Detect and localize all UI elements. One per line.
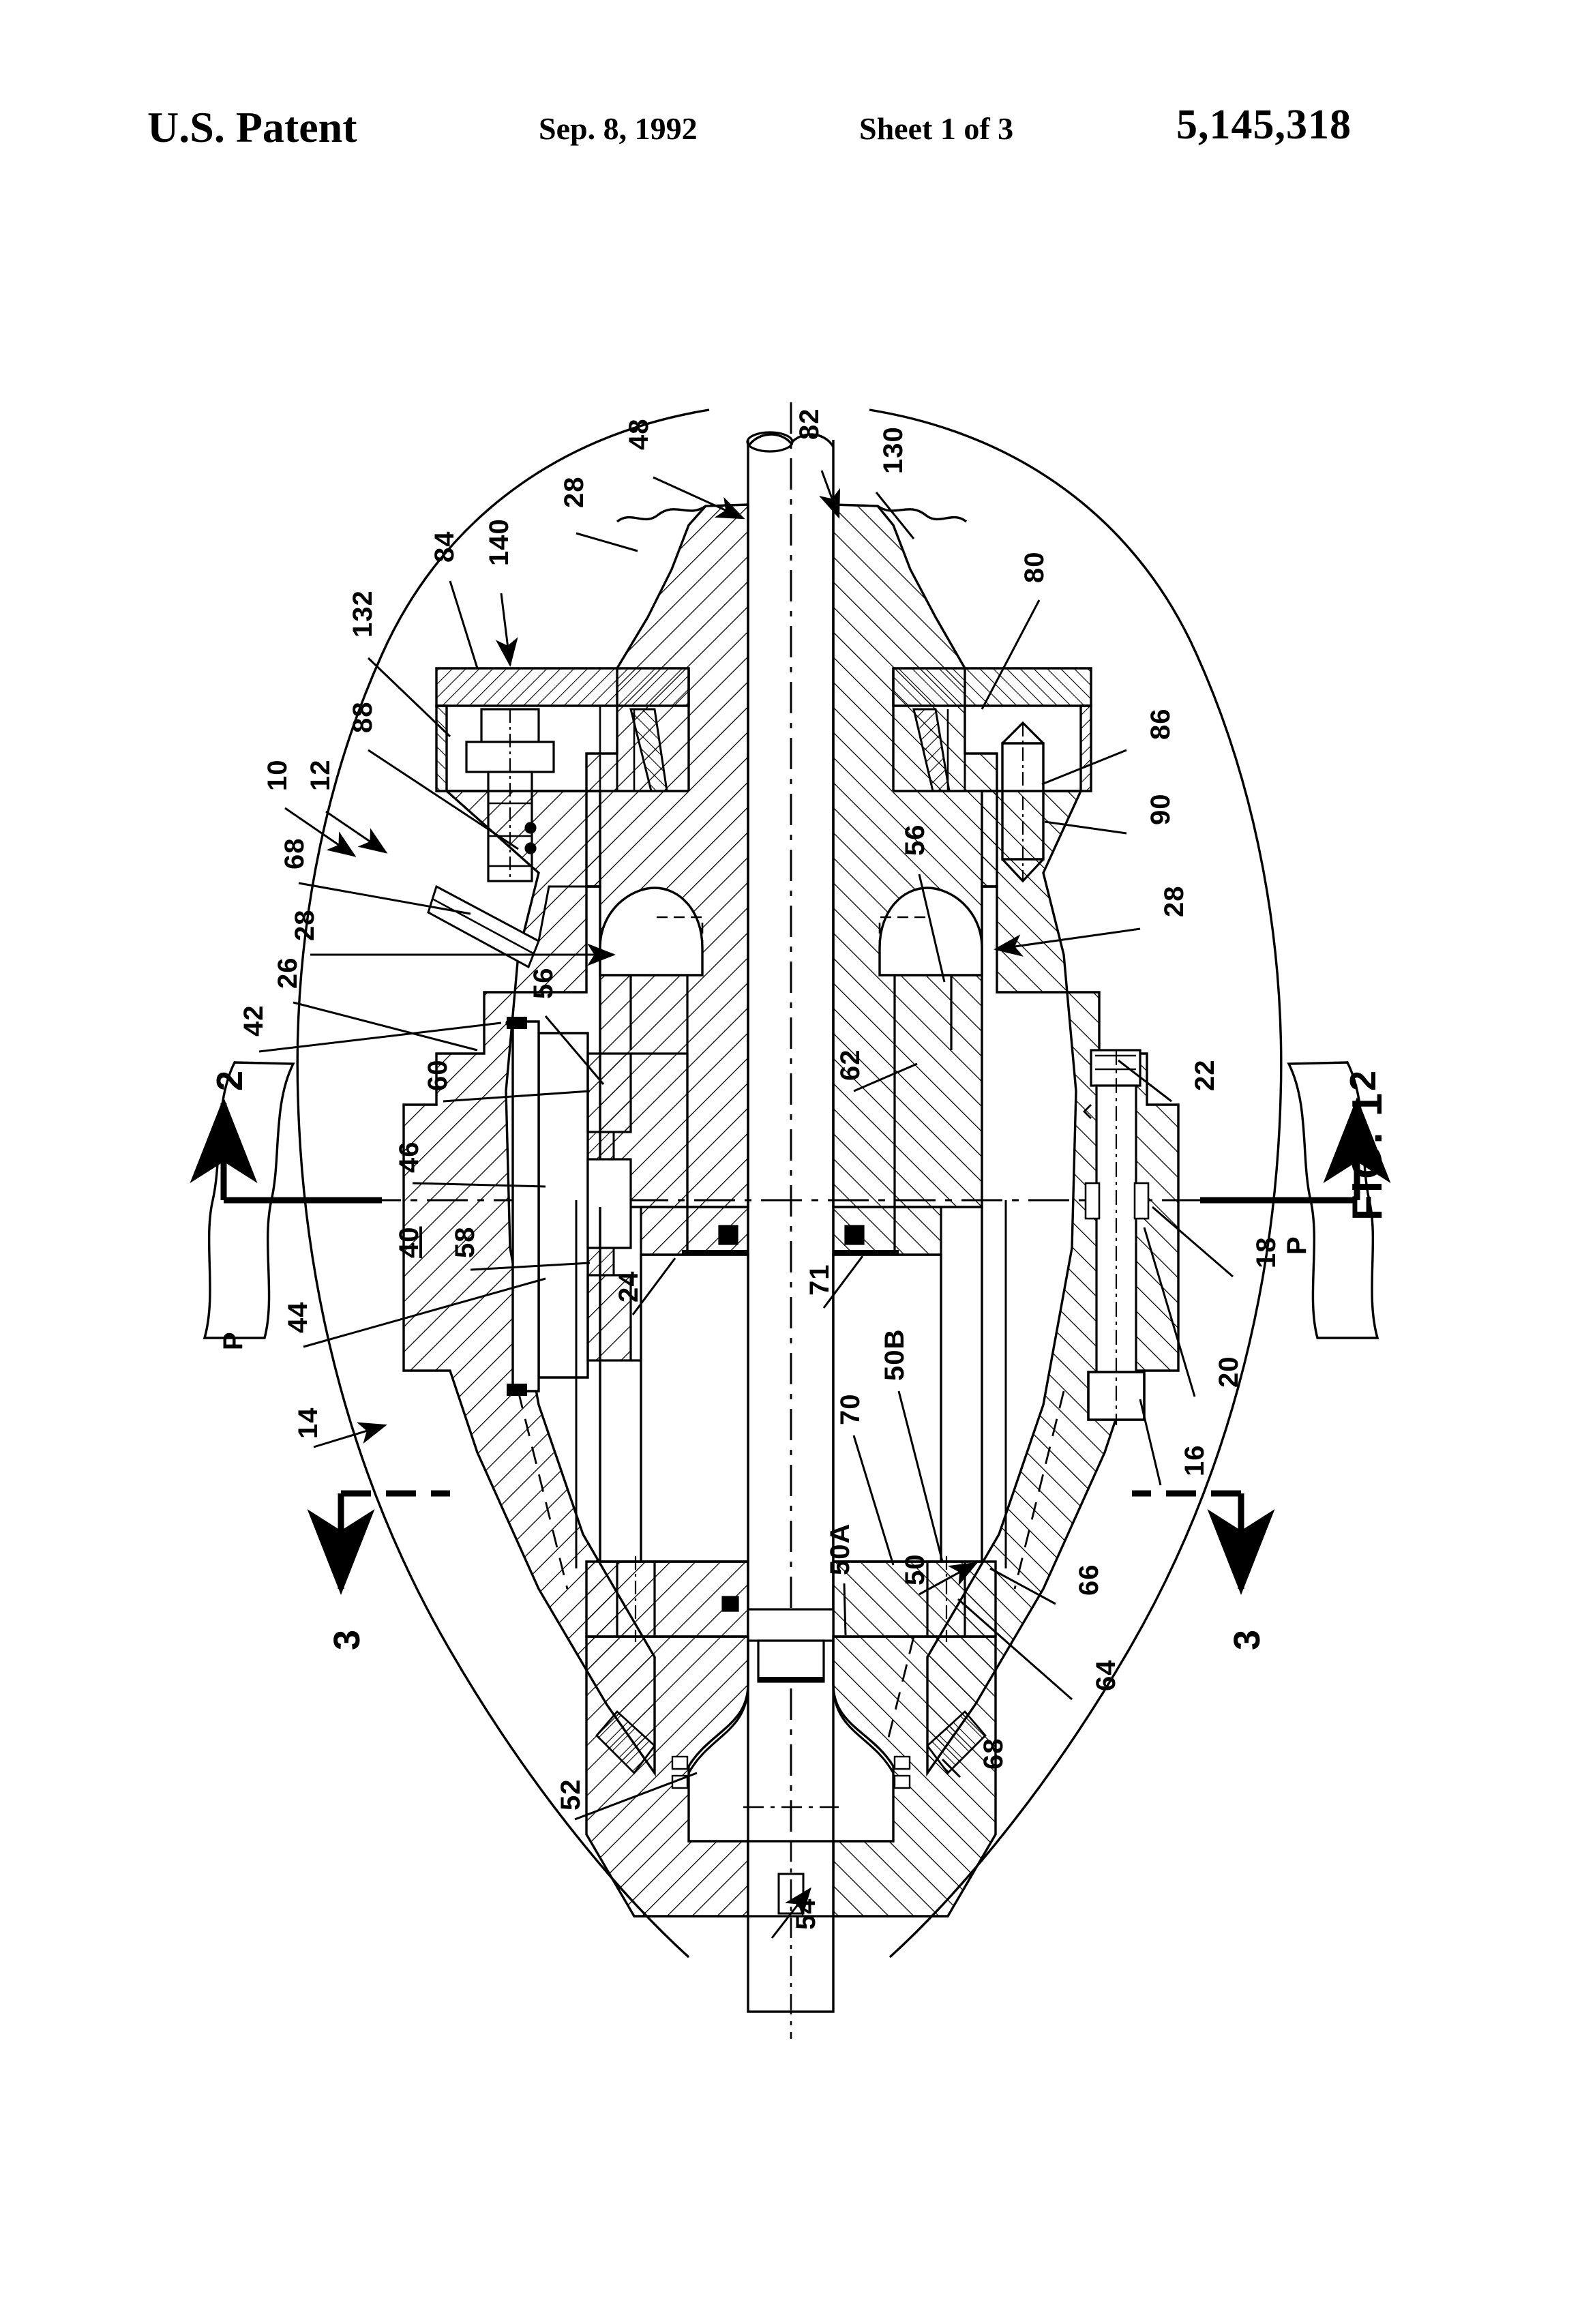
- bolt-assembly-right-22: [1083, 1049, 1150, 1425]
- ref-label-10: 10: [263, 759, 293, 792]
- ref-label-60: 60: [423, 1059, 453, 1092]
- patent-office-title: U.S. Patent: [147, 103, 357, 151]
- nose-cone-left: [585, 1635, 749, 1918]
- figure-geometry: [190, 402, 1391, 2039]
- ref-label-24: 24: [614, 1270, 644, 1303]
- ref-label-52: 52: [556, 1778, 586, 1811]
- section-marker-3-left: 3: [327, 1628, 368, 1650]
- ref-label-132: 132: [348, 590, 378, 638]
- patent-date: Sep. 8, 1992: [539, 111, 698, 146]
- ref-label-42: 42: [239, 1004, 269, 1037]
- ref-label-54: 54: [791, 1898, 821, 1931]
- collar-68-lower-left: [595, 1710, 656, 1775]
- ref-label-82: 82: [794, 408, 824, 441]
- ref-label-86: 86: [1146, 708, 1176, 741]
- leader-lines: [258, 470, 1234, 1939]
- ref-label-66: 66: [1074, 1564, 1104, 1596]
- ref-label-14: 14: [293, 1407, 323, 1440]
- ref-label-48: 48: [624, 418, 654, 451]
- ref-label-130: 130: [878, 426, 908, 474]
- ref-label-50: 50: [900, 1553, 930, 1586]
- outer-boundary-right: [869, 408, 1283, 1958]
- sheet-indicator: Sheet 1 of 3: [859, 111, 1014, 146]
- ref-label-56-left: 56: [528, 967, 558, 1000]
- ref-label-140: 140: [484, 518, 514, 566]
- ref-label-44: 44: [283, 1301, 313, 1334]
- ref-label-50B: 50B: [880, 1328, 910, 1381]
- ref-label-71: 71: [805, 1264, 835, 1296]
- plane-label-p-right: P: [1282, 1236, 1312, 1255]
- ref-label-16: 16: [1180, 1444, 1210, 1477]
- ref-label-40: 40: [394, 1226, 424, 1259]
- ref-label-68-upper: 68: [280, 837, 310, 870]
- ref-label-84: 84: [430, 531, 460, 563]
- ref-label-68-lower: 68: [979, 1738, 1009, 1770]
- ref-label-58: 58: [450, 1226, 480, 1259]
- ref-label-28-right: 28: [1159, 885, 1189, 918]
- flange-rim-right: [1079, 704, 1092, 792]
- ref-label-80: 80: [1019, 551, 1049, 584]
- hidden-lines: [517, 1390, 1065, 1746]
- wedge-detail-right: [912, 708, 951, 792]
- patent-header: U.S. Patent Sep. 8, 1992 Sheet 1 of 3 5,…: [0, 102, 1582, 170]
- section-marker-3-right: 3: [1227, 1628, 1268, 1650]
- upper-body-right-28: [832, 503, 998, 1208]
- ref-label-64: 64: [1091, 1659, 1121, 1692]
- section-arrow-2-left: [190, 1097, 382, 1204]
- ref-label-70: 70: [835, 1393, 865, 1426]
- ref-label-50A: 50A: [825, 1523, 855, 1575]
- ref-label-62: 62: [835, 1049, 865, 1082]
- collar-68-lower-right: [926, 1710, 987, 1775]
- ref-label-20: 20: [1214, 1356, 1244, 1388]
- ref-label-12: 12: [305, 759, 335, 792]
- ref-label-90: 90: [1146, 793, 1176, 826]
- ref-label-28-left: 28: [290, 909, 320, 942]
- flange-plate-80-right: [892, 667, 1092, 707]
- plane-label-p-left: P: [218, 1331, 248, 1350]
- ref-label-88: 88: [348, 701, 378, 734]
- ref-label-56-right: 56: [900, 824, 930, 856]
- chamber-24: [640, 1253, 749, 1563]
- ref-label-22: 22: [1190, 1059, 1220, 1092]
- broken-edge-right: [877, 505, 968, 523]
- nose-cone-right: [832, 1635, 997, 1918]
- ref-label-28-top: 28: [559, 476, 589, 509]
- patent-number: 5,145,318: [1176, 102, 1352, 148]
- figure-title: FIG. 1: [1344, 1090, 1391, 1221]
- flange-plate-84-left: [435, 667, 690, 707]
- ref-label-26: 26: [273, 957, 303, 989]
- ref-label-18: 18: [1251, 1236, 1281, 1269]
- section-marker-2-left: 2: [209, 1069, 250, 1091]
- wedge-detail-left: [629, 708, 668, 792]
- broken-edge-left: [616, 505, 706, 523]
- section-marker-2-right: 2: [1343, 1069, 1384, 1091]
- flange-rim-132-left: [435, 704, 448, 792]
- section-arrow-2-right: [1200, 1097, 1391, 1204]
- outer-boundary-left: [296, 408, 710, 1958]
- ref-label-46: 46: [394, 1141, 424, 1174]
